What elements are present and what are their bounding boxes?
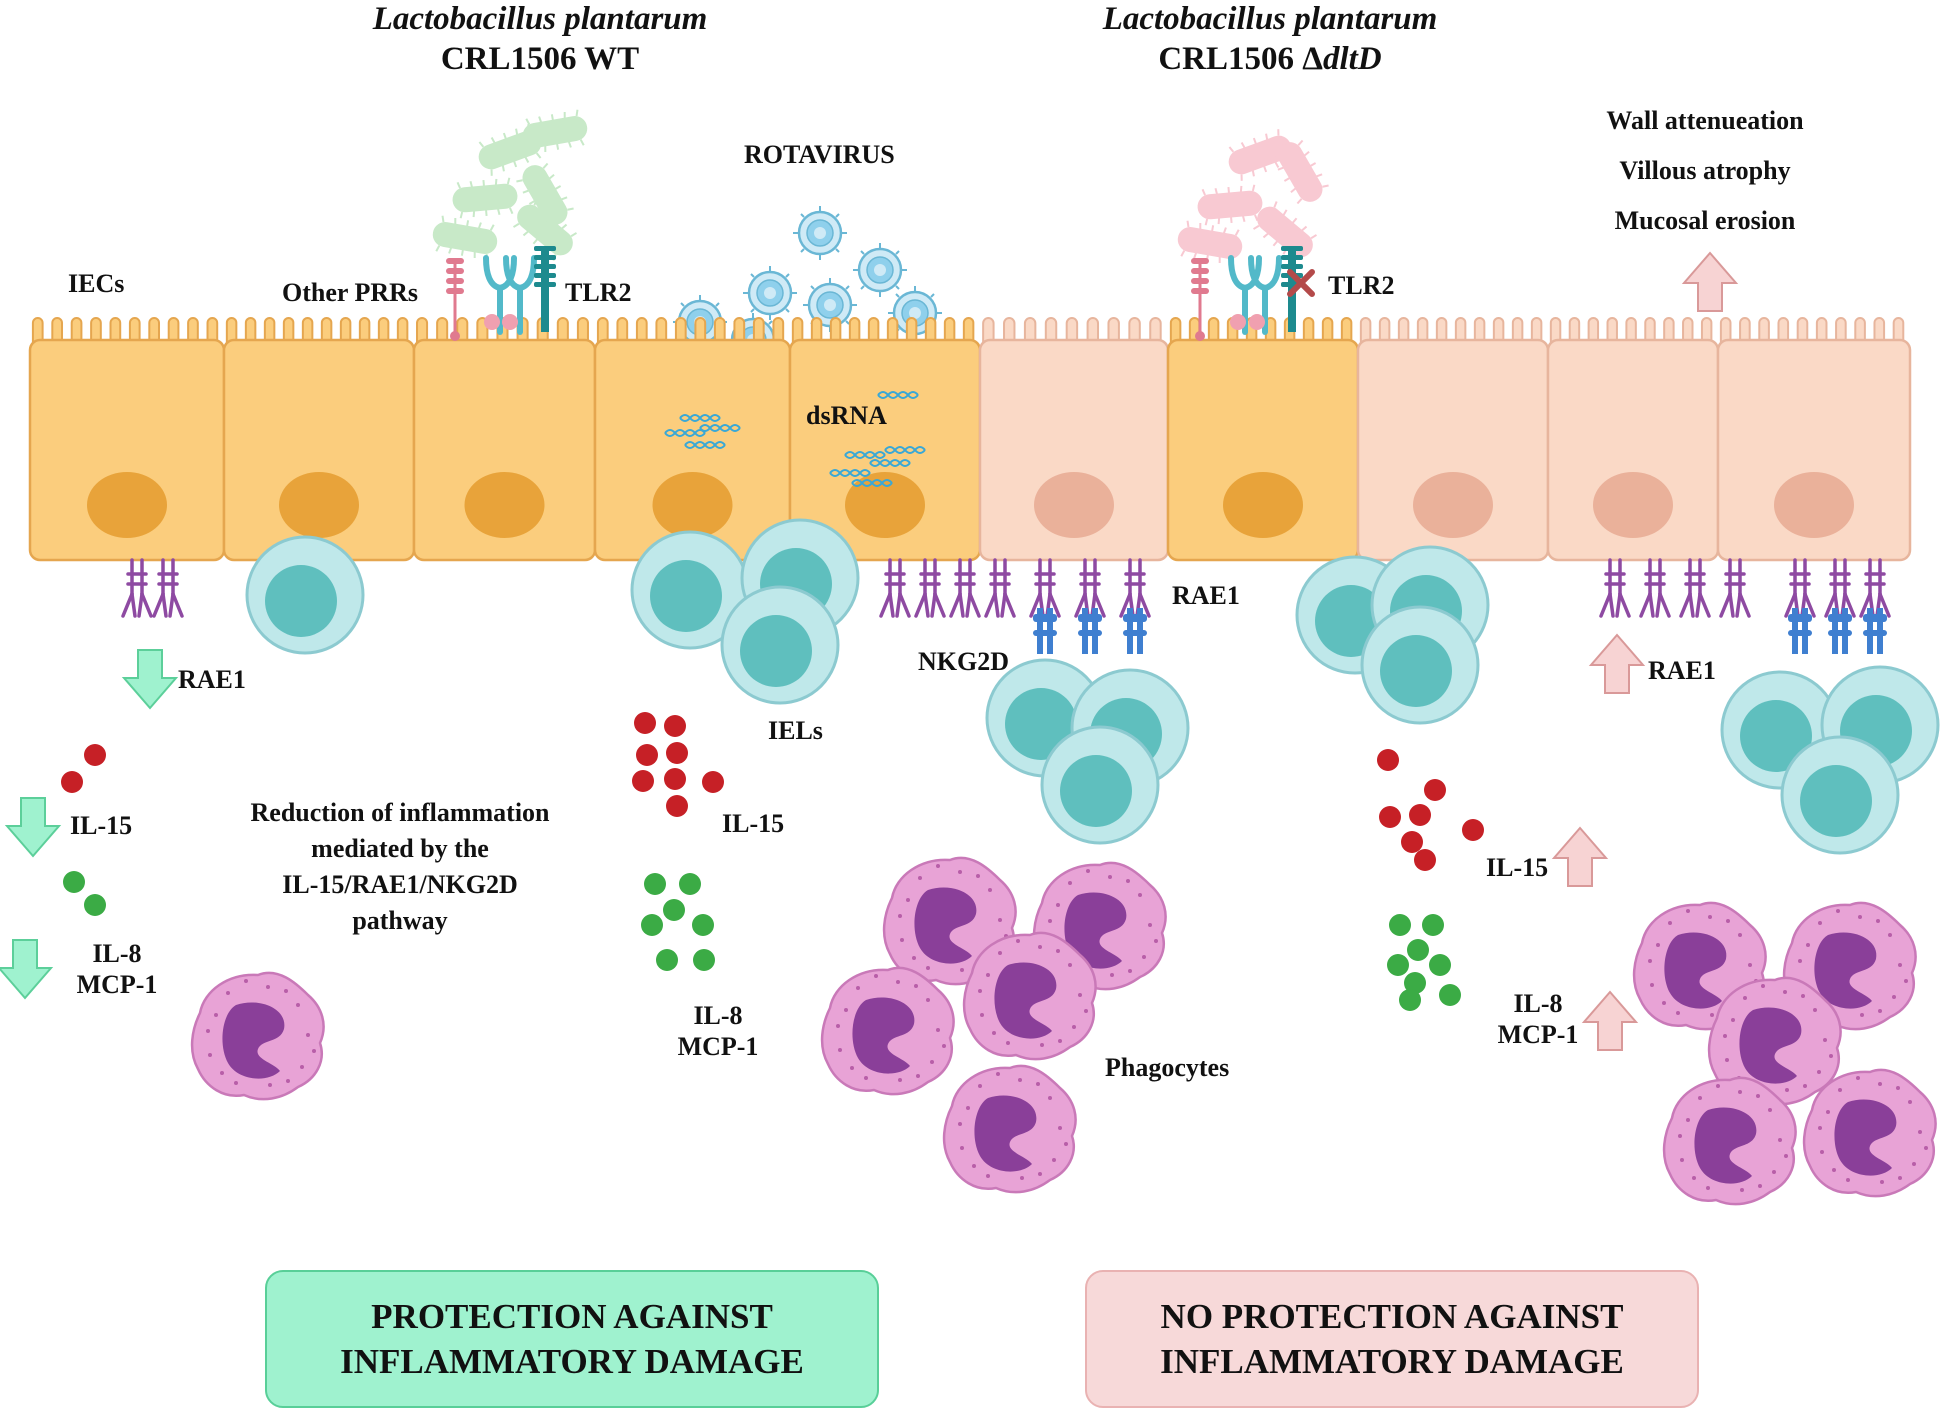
il15-right-label: IL-15 — [1486, 853, 1549, 882]
no-protection-line-1: NO PROTECTION AGAINST — [1160, 1296, 1624, 1336]
tlr2-mutant-label: TLR2 — [1328, 271, 1395, 300]
phagocytes-label: Phagocytes — [1105, 1053, 1230, 1082]
rotavirus-label: ROTAVIRUS — [744, 140, 895, 169]
nkg2d-receptor — [1033, 608, 1057, 654]
il8-mcp1-mid-label: IL-8 MCP-1 — [677, 1001, 759, 1062]
rae1-mid-label: RAE1 — [1172, 581, 1240, 610]
rae1-receptor — [914, 558, 946, 618]
rae1-receptor — [879, 558, 911, 618]
no-protection-box: NO PROTECTION AGAINST INFLAMMATORY DAMAG… — [1085, 1270, 1699, 1408]
il8-mcp1-dots — [63, 871, 1461, 1011]
iec-nucleus — [464, 472, 545, 538]
wt-strain-title: Lactobacillus plantarum CRL1506 WT — [330, 0, 750, 79]
il8-mcp1-decrease-arrow — [0, 939, 52, 999]
rae1-receptor — [1599, 558, 1631, 618]
rae1-receptor — [1074, 558, 1106, 618]
epithelial-cells — [28, 317, 1912, 562]
other-prrs-mutant-icon — [1189, 258, 1279, 343]
protection-line-1: PROTECTION AGAINST — [371, 1296, 773, 1336]
iec-nucleus — [1774, 472, 1854, 538]
mutant-strain-title: Lactobacillus plantarum CRL1506 ΔdltD — [1060, 0, 1480, 79]
rae1-receptor — [949, 558, 981, 618]
wt-strain: CRL1506 WT — [440, 40, 640, 77]
il8-mcp1-left-label: IL-8 MCP-1 — [76, 939, 158, 1000]
reduction-description: Reduction of inflammation mediated by th… — [250, 798, 550, 935]
nkg2d-receptor — [1828, 608, 1852, 654]
rae1-receptor — [152, 558, 184, 618]
rae1-receptor — [1784, 558, 1816, 618]
other-prrs-label: Other PRRs — [282, 278, 419, 307]
damage-outcomes: Wall attenueation Villous atrophy Mucosa… — [1575, 96, 1835, 246]
rae1-receptor — [121, 558, 153, 618]
iec-nucleus — [1223, 472, 1303, 538]
damage-villous-atrophy: Villous atrophy — [1619, 156, 1791, 185]
rae1-receptor — [1719, 558, 1751, 618]
damage-increase-arrow — [1683, 252, 1737, 312]
wt-species: Lactobacillus plantarum — [372, 1, 708, 37]
iec-nucleus — [652, 472, 733, 538]
iels-label: IELs — [768, 716, 823, 745]
mutant-species: Lactobacillus plantarum — [1102, 1, 1438, 37]
iec-cell-damaged — [1716, 338, 1912, 562]
damage-mucosal-erosion: Mucosal erosion — [1614, 206, 1796, 235]
rae1-increase-arrow — [1590, 634, 1644, 694]
dsrna-label: dsRNA — [806, 401, 887, 430]
protection-line-2: INFLAMMATORY DAMAGE — [340, 1342, 804, 1381]
mutant-strain: CRL1506 ΔdltD — [1158, 40, 1382, 77]
tlr2-wt-label: TLR2 — [565, 278, 632, 307]
il8-mcp1-right-label: IL-8 MCP-1 — [1497, 989, 1579, 1050]
rae1-decrease-arrow — [123, 649, 177, 709]
iecs-label: IECs — [68, 269, 125, 298]
lactobacillus-mutant-icon — [1174, 126, 1333, 268]
il8-mcp1-increase-arrow — [1583, 991, 1637, 1051]
nkg2d-receptor — [1123, 608, 1147, 654]
iec-nucleus — [1413, 472, 1493, 538]
rae1-left-label: RAE1 — [178, 665, 246, 694]
tlr2-blocked-cross-icon — [1287, 269, 1315, 297]
damage-wall-attenuation: Wall attenueation — [1606, 106, 1804, 135]
rae1-receptor — [1679, 558, 1711, 618]
il15-left-label: IL-15 — [70, 811, 133, 840]
iec-nucleus — [845, 472, 925, 538]
il15-increase-arrow — [1553, 827, 1607, 887]
iec-nucleus — [1034, 472, 1114, 538]
nkg2d-label: NKG2D — [918, 647, 1009, 676]
rae1-receptor — [1639, 558, 1671, 618]
iec-nucleus — [87, 472, 167, 538]
nkg2d-receptor — [1078, 608, 1102, 654]
rae1-receptor — [1824, 558, 1856, 618]
rae1-receptor — [984, 558, 1016, 618]
other-prrs-wt-icon — [444, 258, 534, 343]
lactobacillus-wt-icon — [429, 107, 591, 266]
no-protection-line-2: INFLAMMATORY DAMAGE — [1160, 1342, 1624, 1381]
il15-decrease-arrow — [6, 797, 60, 857]
iec-nucleus — [1593, 472, 1673, 538]
iec-nucleus — [279, 472, 359, 538]
rae1-receptor — [1029, 558, 1061, 618]
rae1-receptor — [1119, 558, 1151, 618]
nkg2d-receptor — [1788, 608, 1812, 654]
il15-dots — [61, 712, 1484, 871]
protection-box: PROTECTION AGAINST INFLAMMATORY DAMAGE — [265, 1270, 879, 1408]
rae1-right-label: RAE1 — [1648, 656, 1716, 685]
il15-mid-label: IL-15 — [722, 809, 785, 838]
rae1-receptor — [1859, 558, 1891, 618]
nkg2d-receptor — [1863, 608, 1887, 654]
rae1-receptors — [121, 558, 1891, 618]
tlr2-wt-icon — [534, 246, 556, 332]
